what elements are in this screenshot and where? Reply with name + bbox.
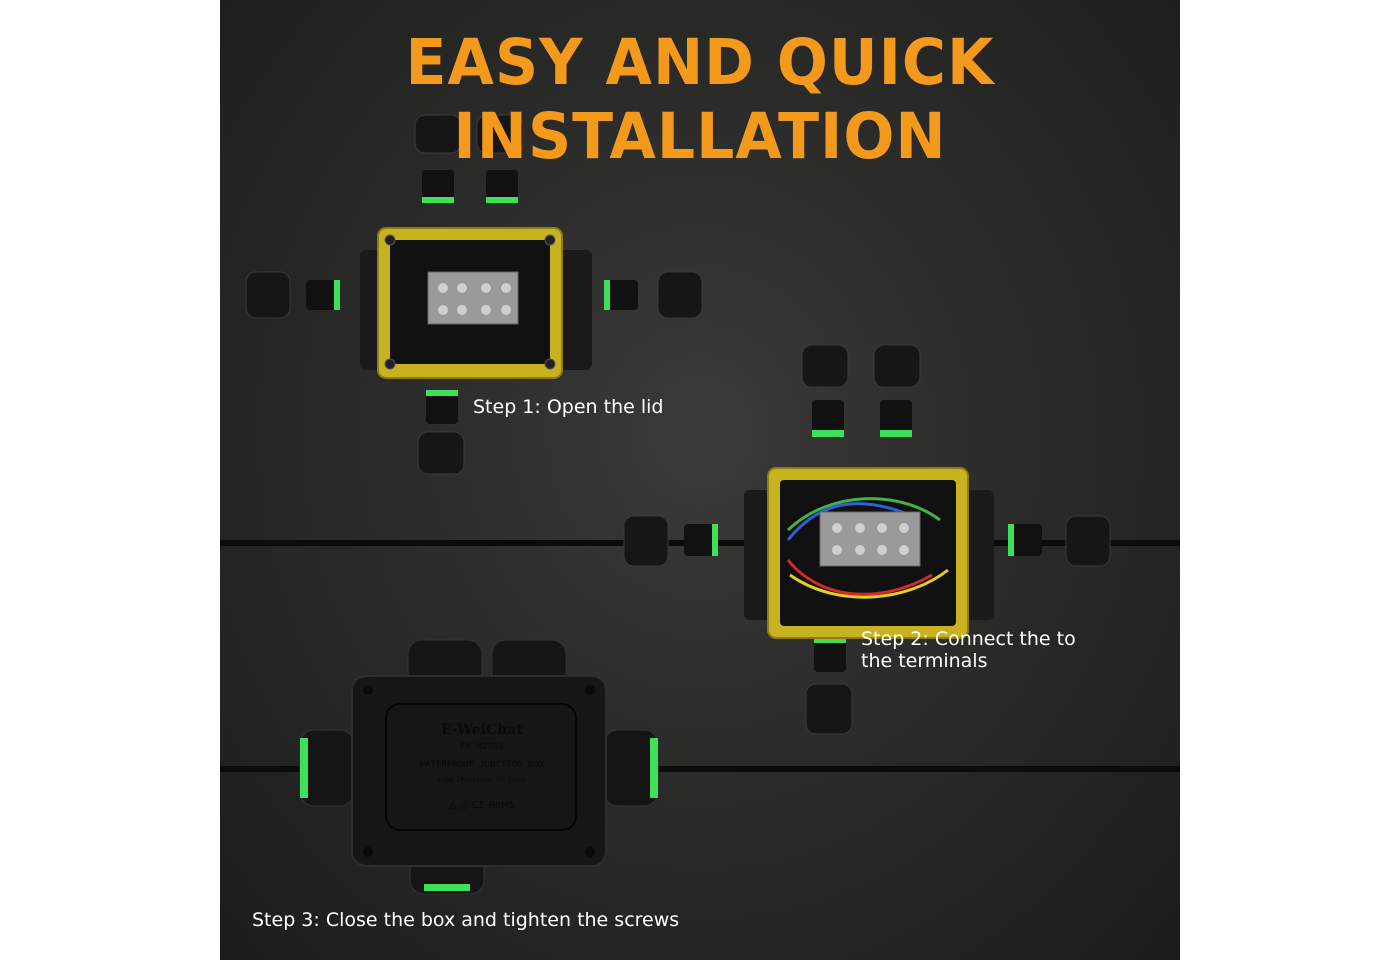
- page-title: EASY AND QUICK INSTALLATION: [405, 26, 995, 174]
- step1-open-junction-box: [245, 114, 703, 475]
- step-2-line-2: the terminals: [861, 650, 988, 672]
- step-1-caption: Step 1: Open the lid: [473, 396, 663, 418]
- cable-lower: [220, 766, 1180, 772]
- step3-closed-junction-box: [299, 639, 659, 895]
- step-1-line: Step 1: Open the lid: [473, 396, 664, 418]
- label-model: EW-M2068: [460, 742, 503, 752]
- installation-illustration: E-WeiChat EW-M2068 WATERPROOF JUNCTION B…: [220, 114, 1180, 895]
- label-brand: E-WeiChat: [441, 722, 523, 738]
- step-2-line-1: Step 2: Connect the to: [861, 628, 1076, 650]
- label-spec: 450W IP68(IPX8.4M.120H): [437, 776, 527, 784]
- step-3-caption: Step 3: Close the box and tighten the sc…: [252, 909, 679, 931]
- step2-wired-junction-box: [623, 344, 1111, 735]
- step-2-caption: Step 2: Connect the to the terminals: [861, 628, 1076, 672]
- label-name: WATERPROOF JUNCTION BOX: [420, 760, 545, 770]
- label-certification-marks: △ ◎ CE RoHS: [449, 800, 515, 811]
- step-3-line: Step 3: Close the box and tighten the sc…: [252, 909, 680, 931]
- step3-box-lid: [351, 675, 607, 867]
- product-panel: E-WeiChat EW-M2068 WATERPROOF JUNCTION B…: [220, 0, 1180, 960]
